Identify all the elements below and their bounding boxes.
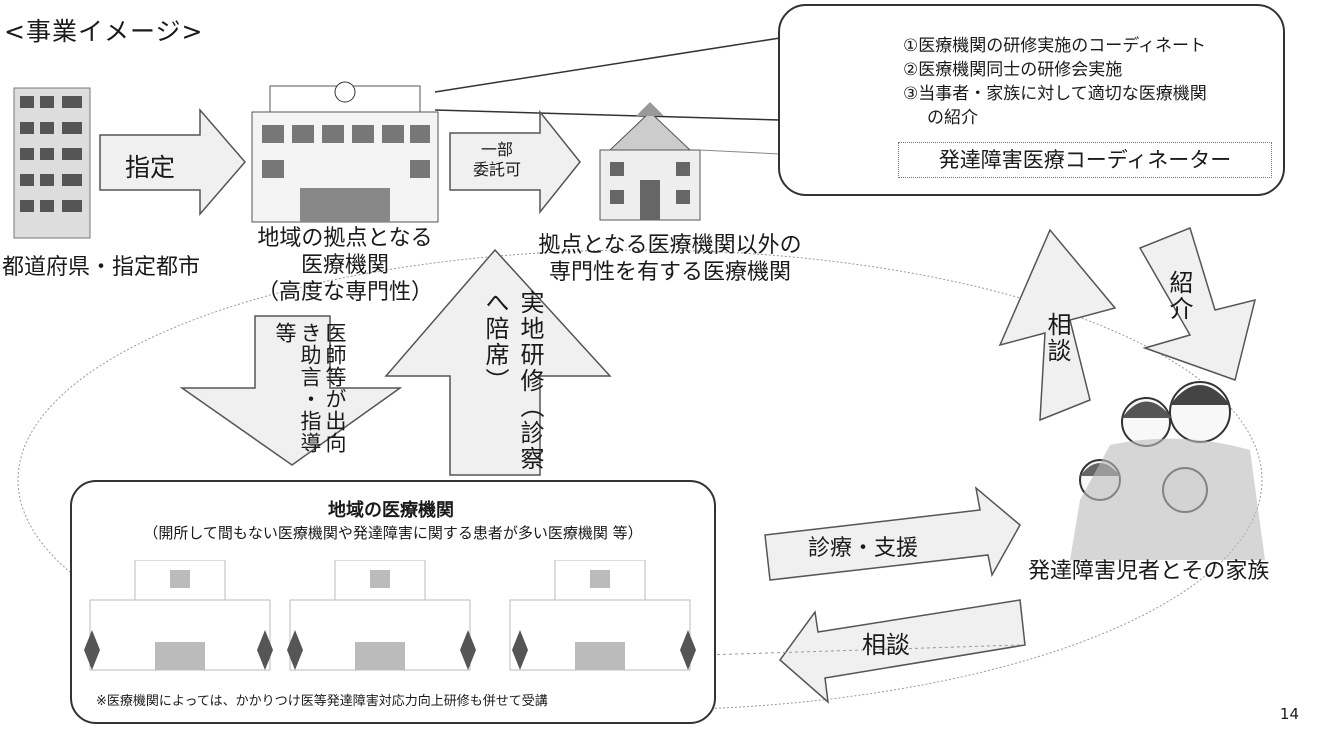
duty-item-1: ①医療機関の研修実施のコーディネート (903, 36, 1207, 56)
hospital-icon (251, 81, 439, 223)
coordinator-title: 発達障害医療コーディネーター (898, 142, 1272, 178)
duty-item-2: ②医療機関同士の研修会実施 (903, 60, 1123, 80)
local-clinics-title: 地域の医療機関 (328, 500, 454, 521)
page-number: 14 (1279, 705, 1299, 723)
coordinator-box (778, 4, 1285, 196)
consult-up-arrow (998, 228, 1117, 422)
specialist-clinic-label: 拠点となる医療機関以外の 専門性を有する医療機関 (520, 232, 820, 286)
training-label: 実地研修（診察へ陪席） (481, 290, 544, 472)
advice-label: 医師等が出向き助言・指導等 (273, 322, 347, 454)
specialist-label-line-2: 専門性を有する医療機関 (548, 260, 791, 285)
hub-label-line-3: （高度な専門性） (256, 280, 433, 305)
partial-line-2: 委託可 (472, 160, 521, 179)
training-up-arrow (384, 248, 612, 476)
specialist-clinic-icon (599, 102, 701, 221)
consult-back-label: 相談 (862, 631, 910, 659)
introduce-label: 紹介 (1165, 270, 1193, 322)
introduce-down-arrow (1138, 227, 1257, 381)
local-clinics-graphics (84, 560, 696, 671)
hub-hospital-label: 地域の拠点となる 医療機関 （高度な専門性） (240, 225, 450, 306)
local-clinics-subtitle: （開所して間もない医療機関や発達障害に関する患者が多い医療機関 等） (143, 524, 643, 542)
designate-label: 指定 (125, 153, 176, 182)
consult-back-arrow (778, 599, 1026, 704)
local-clinics-note: ※医療機関によっては、かかりつけ医等発達障害対応力向上研修も併せて受講 (96, 694, 548, 709)
partial-line-1: 一部 (480, 140, 513, 159)
local-clinics-box (70, 480, 716, 724)
duty-item-3-cont: の紹介 (927, 108, 978, 128)
coordinator-duties: ①医療機関の研修実施のコーディネート ②医療機関同士の研修会実施 ③当事者・家族… (903, 34, 1207, 130)
specialist-label-line-1: 拠点となる医療機関以外の (538, 233, 802, 258)
prefecture-building-icon (13, 87, 91, 239)
treatment-arrow (764, 486, 1021, 581)
prefecture-label: 都道府県・指定都市 (2, 255, 201, 280)
family-label: 発達障害児者とその家族 (1028, 559, 1270, 584)
callout-line-top (434, 37, 781, 93)
family-icon (1070, 381, 1265, 560)
callout-line-bottom (434, 109, 781, 121)
hub-label-line-2: 医療機関 (300, 253, 389, 278)
partial-delegation-label: 一部 委託可 (462, 140, 532, 180)
partial-delegation-arrow (449, 109, 581, 215)
advice-down-arrow (179, 315, 403, 466)
designate-arrow (99, 107, 246, 217)
page-title: <事業イメージ> (4, 17, 204, 46)
hub-label-line-1: 地域の拠点となる (257, 226, 433, 251)
treatment-label: 診療・支援 (808, 536, 919, 561)
duty-item-3: ③当事者・家族に対して適切な医療機関 (903, 84, 1207, 104)
consult-up-label: 相談 (1043, 312, 1071, 364)
